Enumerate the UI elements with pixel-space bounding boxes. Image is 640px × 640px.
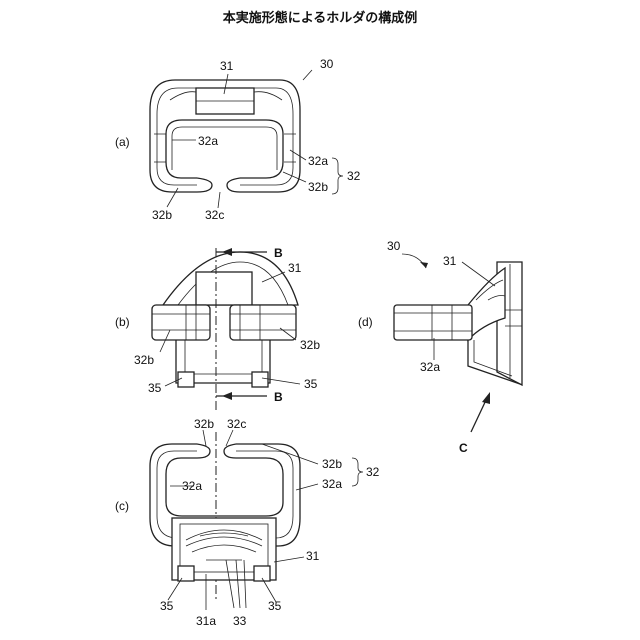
c-label-32a-inner: 32a: [182, 479, 202, 493]
figure-title: 本実施形態によるホルダの構成例: [223, 10, 418, 26]
a-label-32: 32: [347, 169, 361, 183]
d-label-31: 31: [443, 254, 457, 268]
a-label-32b-bottom: 32b: [152, 208, 172, 222]
c-label-35-right: 35: [268, 599, 282, 613]
view-c-caption: (c): [115, 499, 129, 513]
b-label-31: 31: [288, 261, 302, 275]
view-a-caption: (a): [115, 135, 130, 149]
view-b-caption: (b): [115, 315, 130, 329]
b-section-top: B: [274, 246, 283, 260]
c-label-32b-right: 32b: [322, 457, 342, 471]
c-label-32a-right: 32a: [322, 477, 342, 491]
view-b-drawing: [152, 248, 300, 412]
c-label-33: 33: [233, 614, 247, 628]
c-label-35-left: 35: [160, 599, 174, 613]
a-label-31: 31: [220, 59, 234, 73]
b-label-35-left: 35: [148, 381, 162, 395]
c-label-32b-top: 32b: [194, 417, 214, 431]
b-label-32b-right: 32b: [300, 338, 320, 352]
view-d-caption: (d): [358, 315, 373, 329]
c-label-31: 31: [306, 549, 320, 563]
view-d-drawing: [394, 254, 522, 432]
b-section-bottom: B: [274, 390, 283, 404]
b-label-35-right: 35: [304, 377, 318, 391]
a-label-32b-right: 32b: [308, 180, 328, 194]
c-label-31a: 31a: [196, 614, 216, 628]
d-arrow-c-label: C: [459, 441, 468, 455]
a-label-32a-right: 32a: [308, 154, 328, 168]
c-label-32c: 32c: [227, 417, 246, 431]
a-label-30: 30: [320, 57, 334, 71]
b-label-32b-left: 32b: [134, 353, 154, 367]
d-label-30: 30: [387, 239, 401, 253]
a-label-32c: 32c: [205, 208, 224, 222]
a-label-32a-inner: 32a: [198, 134, 218, 148]
d-label-32a: 32a: [420, 360, 440, 374]
c-label-32: 32: [366, 465, 380, 479]
